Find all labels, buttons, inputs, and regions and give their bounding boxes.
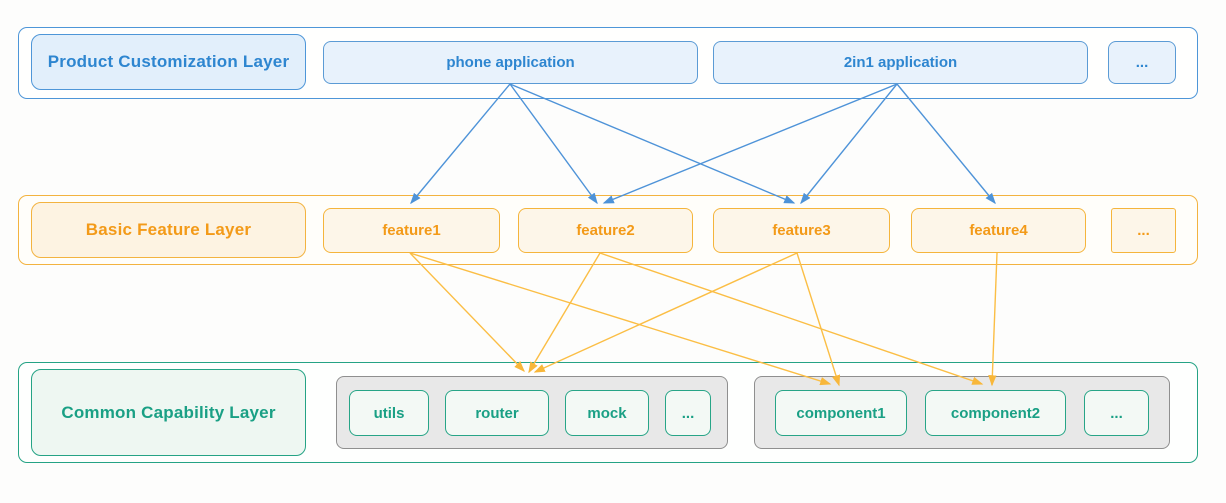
feature-layer-ellipsis-box: ...	[1111, 208, 1176, 253]
layer-title: Product Customization Layer	[47, 52, 290, 71]
feature2-box: feature2	[518, 208, 693, 253]
common-capability-layer-label: Common Capability Layer	[31, 369, 306, 456]
2in1-application-label: 2in1 application	[843, 54, 958, 71]
basic-feature-layer-label: Basic Feature Layer	[31, 202, 306, 258]
utils-router-mock-group: utils router mock ...	[336, 376, 728, 449]
component2-label: component2	[950, 404, 1041, 422]
product-customization-layer: Product Customization Layer phone applic…	[18, 27, 1198, 99]
feature1-box: feature1	[323, 208, 500, 253]
mock-label: mock	[587, 404, 627, 422]
utils-box: utils	[349, 390, 429, 436]
feature4-label: feature4	[969, 222, 1028, 239]
feature3-label: feature3	[772, 222, 831, 239]
arrow-phone-to-feature3	[509, 83, 796, 204]
component1-box: component1	[775, 390, 907, 436]
layer-title: Basic Feature Layer	[85, 220, 252, 239]
product-layer-ellipsis-box: ...	[1108, 41, 1176, 84]
arrow-feature3-to-utils-group	[533, 252, 798, 373]
ellipsis-label: ...	[681, 404, 695, 422]
arrow-phone-to-feature1	[410, 83, 511, 205]
basic-feature-layer: Basic Feature Layer feature1 feature2 fe…	[18, 195, 1198, 265]
layer-title: Common Capability Layer	[61, 402, 276, 422]
arrow-feature1-to-utils-group	[409, 252, 525, 373]
arrow-2in1-to-feature3	[800, 83, 898, 205]
arrow-2in1-to-feature2	[602, 83, 898, 204]
capability-group1-ellipsis-box: ...	[665, 390, 711, 436]
component1-label: component1	[796, 404, 886, 422]
ellipsis-label: ...	[1110, 404, 1123, 422]
phone-application-label: phone application	[446, 54, 575, 71]
product-customization-layer-label: Product Customization Layer	[31, 34, 306, 90]
mock-box: mock	[565, 390, 649, 436]
router-label: router	[475, 404, 519, 422]
arrow-phone-to-feature2	[509, 83, 598, 205]
feature3-box: feature3	[713, 208, 890, 253]
phone-application-box: phone application	[323, 41, 698, 84]
capability-group2-ellipsis-box: ...	[1084, 390, 1149, 436]
utils-label: utils	[373, 404, 405, 422]
components-group: component1 component2 ...	[754, 376, 1170, 449]
ellipsis-label: ...	[1137, 222, 1150, 239]
router-box: router	[445, 390, 549, 436]
feature4-box: feature4	[911, 208, 1086, 253]
arrow-2in1-to-feature4	[896, 83, 996, 205]
2in1-application-box: 2in1 application	[713, 41, 1088, 84]
feature1-label: feature1	[382, 222, 441, 239]
common-capability-layer: Common Capability Layer utils router moc…	[18, 362, 1198, 463]
feature2-label: feature2	[576, 222, 635, 239]
arrow-feature2-to-utils-group	[528, 252, 601, 374]
component2-box: component2	[925, 390, 1066, 436]
ellipsis-label: ...	[1135, 54, 1149, 71]
